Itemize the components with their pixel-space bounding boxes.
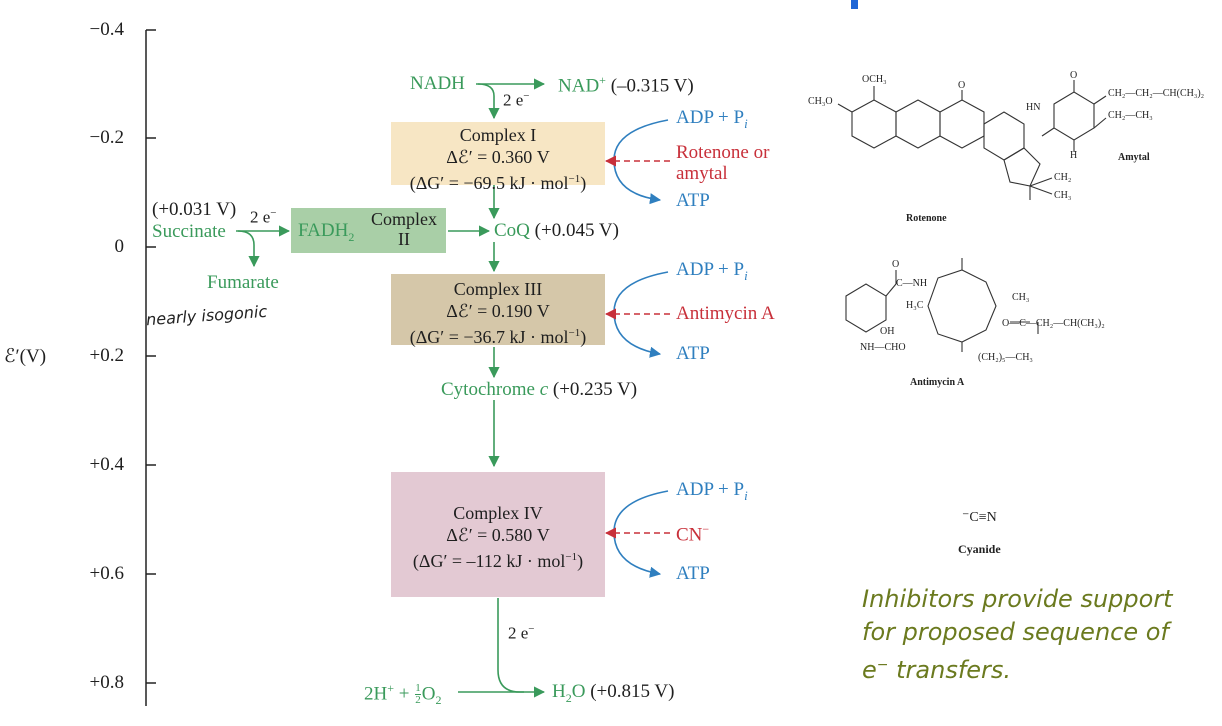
header-accent-mark [851, 0, 858, 9]
caption-text: Inhibitors provide support for proposed … [862, 585, 1173, 684]
rotenone-name: Rotenone [906, 213, 947, 224]
adp-label-3: ADP + Pi [676, 259, 748, 283]
rotenone-ch2: CH₂ [1054, 172, 1072, 183]
antimycin-o-amide: O [892, 259, 900, 270]
y-tick-label: +0.4 [89, 454, 124, 475]
complex-4-delta-g: (ΔG′ = –112 kJ · mol−1) [412, 551, 584, 571]
y-tick-label: 0 [114, 236, 125, 257]
nadh-label: NADH [410, 73, 465, 94]
complex-3-delta-g: (ΔG′ = −36.7 kJ · mol−1) [409, 327, 587, 347]
water-product: H2O (+0.815 V) [552, 681, 675, 705]
atp-curve-1 [613, 119, 669, 205]
antimycin-oh: OH [880, 326, 895, 337]
complex-1-delta-g: (ΔG′ = −69.5 kJ · mol−1) [409, 173, 587, 193]
amytal-chain: CH₂—CH₂—CH(CH₃)₂ [1108, 88, 1205, 99]
cyanide-formula: ⁻C≡N [962, 510, 997, 525]
cyanide-name: Cyanide [958, 542, 1001, 556]
amytal-h: H [1070, 150, 1078, 161]
complex-4-box: Complex IV Δℰ′ = 0.580 V (ΔG′ = –112 kJ … [391, 472, 605, 597]
complex-2-box: FADH2 Complex II [291, 208, 446, 253]
inhibitor-cyanide-label: CN− [676, 522, 710, 546]
antimycin-c-nh: C—NH [896, 278, 928, 289]
complex-3-name: Complex III [453, 279, 543, 299]
antimycin-hexyl: (CH₂)₅—CH₃ [978, 352, 1033, 363]
amytal-structure [1041, 80, 1107, 152]
complex-4-name: Complex IV [453, 503, 543, 523]
nadh-down-arrow [477, 83, 500, 120]
y-tick-label: +0.8 [89, 672, 124, 693]
succinate-label: Succinate [152, 221, 226, 242]
electron-pair-label-2: 2 e− [250, 207, 277, 227]
cytochrome-c-label: Cytochrome c (+0.235 V) [441, 379, 638, 400]
y-tick-label: −0.4 [89, 19, 124, 40]
adp-label-4: ADP + Pi [676, 479, 748, 503]
y-tick-label: +0.6 [89, 563, 124, 584]
y-tick-label: −0.2 [89, 127, 124, 148]
antimycin-ester: O—C—CH₂—CH(CH₃)₂ [1002, 318, 1105, 329]
rotenone-structure [837, 86, 1053, 200]
complex-3-box: Complex III Δℰ′ = 0.190 V (ΔG′ = −36.7 k… [391, 274, 605, 347]
atp-label-3: ATP [676, 343, 710, 364]
complex-1-name: Complex I [459, 125, 537, 145]
rotenone-ch3o: CH₃O [808, 96, 833, 107]
rotenone-och3: OCH₃ [862, 74, 887, 85]
succinate-potential: (+0.031 V) [152, 199, 237, 220]
nad-label: NAD+ (–0.315 V) [558, 73, 694, 97]
electron-pair-label-1: 2 e− [503, 90, 530, 110]
rotenone-ch3: CH₃ [1054, 190, 1072, 201]
inhibitor-amytal-label: amytal [676, 163, 728, 184]
fumarate-arrow [237, 230, 260, 268]
atp-curve-3 [613, 271, 669, 358]
complex-3-delta-e: Δℰ′ = 0.190 V [446, 301, 550, 321]
antimycin-structure [845, 258, 1039, 352]
complex-1-box: Complex I Δℰ′ = 0.360 V (ΔG′ = −69.5 kJ … [391, 122, 605, 193]
amytal-o-top: O [1070, 70, 1078, 81]
amytal-hn: HN [1026, 102, 1041, 113]
amytal-name: Amytal [1118, 152, 1150, 163]
atp-label-4: ATP [676, 563, 710, 584]
complex4-water-arrow [497, 598, 546, 698]
inhibitor-rotenone-label: Rotenone or [676, 142, 770, 163]
complex-4-delta-e: Δℰ′ = 0.580 V [446, 525, 550, 545]
antimycin-name: Antimycin A [910, 377, 965, 388]
fumarate-label: Fumarate [207, 272, 279, 293]
amytal-ethyl: CH₂—CH₃ [1108, 110, 1153, 121]
rotenone-carbonyl-o: O [958, 80, 966, 91]
inhibitor-antimycin-label: Antimycin A [676, 303, 775, 324]
atp-label-1: ATP [676, 190, 710, 211]
adp-label-1: ADP + Pi [676, 107, 748, 131]
antimycin-nh-cho: NH—CHO [860, 342, 906, 353]
electron-pair-label-3: 2 e− [508, 623, 535, 643]
y-axis-label: ℰ′(V) [4, 346, 47, 367]
coq-label: CoQ (+0.045 V) [494, 220, 619, 241]
y-tick-label: +0.2 [89, 345, 124, 366]
antimycin-h3c: H₃C [906, 300, 924, 311]
fadh2-label: FADH2 [298, 220, 355, 244]
complex-2-name: Complex II [371, 209, 437, 249]
complex-1-delta-e: Δℰ′ = 0.360 V [446, 147, 550, 167]
antimycin-ch3: CH₃ [1012, 292, 1030, 303]
